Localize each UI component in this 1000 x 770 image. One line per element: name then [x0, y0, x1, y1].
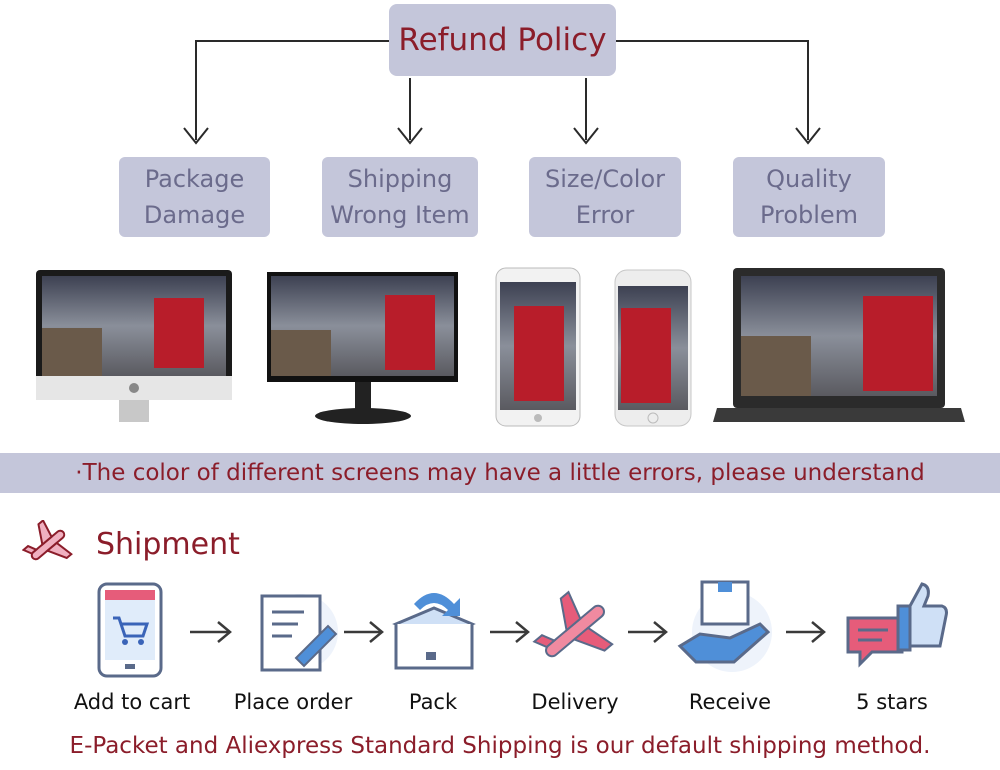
- tree-branch-1: [195, 40, 197, 140]
- laptop-device: [713, 268, 965, 422]
- tree-connector-left: [196, 40, 389, 42]
- tree-arrowheads: [183, 127, 821, 145]
- tree-connector-right: [616, 40, 808, 42]
- receive-package-hand-icon: [677, 580, 772, 672]
- airplane-icon: [22, 520, 73, 561]
- tree-branch-4: [807, 40, 809, 140]
- place-order-form-icon: [260, 594, 338, 672]
- shipment-title: Shipment: [96, 527, 240, 562]
- tree-branch-2: [409, 78, 411, 140]
- phone-white-device: [495, 267, 581, 427]
- refund-policy-title: Refund Policy: [389, 4, 616, 76]
- step-add-to-cart: Add to cart: [73, 690, 191, 714]
- step-delivery: Delivery: [531, 690, 619, 714]
- imac-device: [36, 270, 232, 422]
- monitor-device: [267, 272, 458, 424]
- step-5-stars: 5 stars: [856, 690, 928, 714]
- step-place-order: Place order: [233, 690, 353, 714]
- shopping-cart-phone-icon: [97, 582, 163, 678]
- screen-color-note: ·The color of different screens may have…: [0, 453, 1000, 493]
- shipping-method-note: E-Packet and Aliexpress Standard Shippin…: [69, 733, 931, 759]
- delivery-airplane-icon: [532, 590, 614, 658]
- step-arrows: [190, 621, 826, 643]
- phone-silver-device: [614, 269, 692, 427]
- tree-branch-3: [585, 78, 587, 140]
- five-stars-thumbs-up-icon: [846, 582, 948, 668]
- step-receive: Receive: [688, 690, 772, 714]
- step-pack: Pack: [408, 690, 458, 714]
- pack-box-icon: [392, 593, 476, 670]
